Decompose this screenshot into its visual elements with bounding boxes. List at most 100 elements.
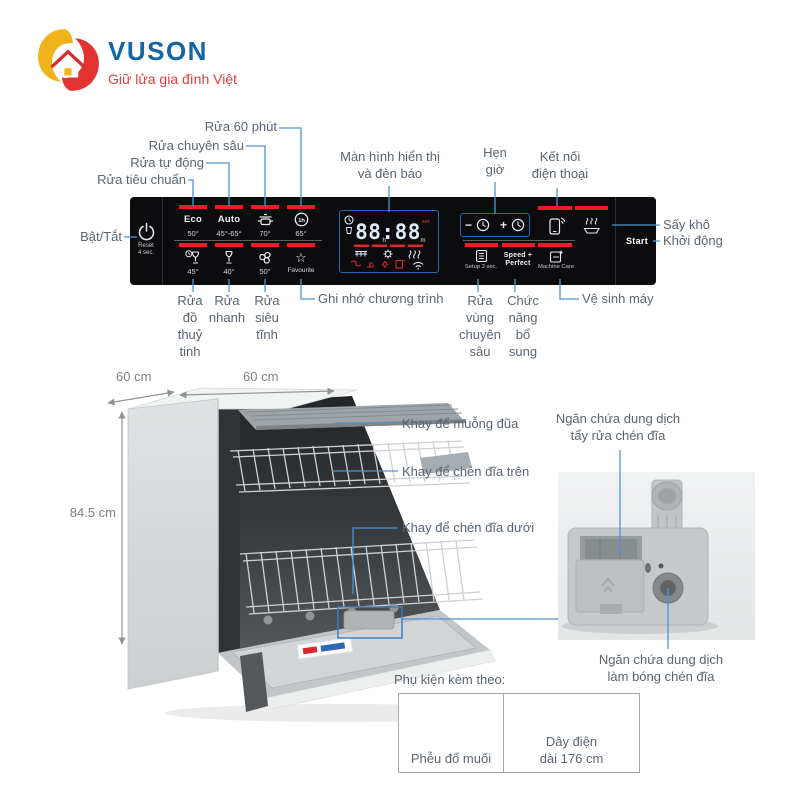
wifi-icon <box>413 261 424 270</box>
display-minutes-unit: m <box>421 238 426 244</box>
program-glass-45: 45° <box>175 243 211 276</box>
program-eco-temp: 50° <box>187 229 199 238</box>
timer-plus: + <box>500 218 508 232</box>
program-indicator <box>502 243 535 247</box>
panel-divider <box>162 197 163 285</box>
open-door <box>218 610 496 712</box>
logo: VUSON Giữ lửa gia đình Việt <box>34 26 237 94</box>
dish-steam-icon <box>583 217 600 234</box>
program-indicator <box>179 205 207 209</box>
accessory-cord-label: Dây điện dài 176 cm <box>539 734 604 766</box>
callout-ve-sinh: Vệ sinh máy <box>582 291 654 306</box>
program-row-divider <box>174 240 322 241</box>
delay-timer-buttons: − + <box>460 213 530 237</box>
star-icon: ☆ <box>295 250 307 265</box>
callout-rua-chuyen-sau: Rửa chuyên sâu <box>148 138 244 153</box>
reset-label-2: 4 sec. <box>137 250 154 256</box>
display-set-indicator: set <box>422 219 430 225</box>
callout-rua-do-thuy-tinh: Rửa đồ thuỷ tinh <box>177 293 203 359</box>
door-detergent-dispenser <box>343 610 395 630</box>
callout-rua-tu-dong: Rửa tự động <box>130 155 204 170</box>
brand-tagline: Giữ lửa gia đình Việt <box>108 71 238 87</box>
program-60min-temp: 65° <box>295 229 307 238</box>
callout-man-hinh: Màn hình hiển thị và đèn báo <box>340 149 440 181</box>
accessory-box-funnel <box>398 693 504 773</box>
setup-button: Setup 3 sec. <box>460 249 502 270</box>
list-icon <box>475 249 487 263</box>
program-indicator <box>575 206 608 210</box>
accessory-funnel-label: Phễu đổ muối <box>410 751 492 766</box>
power-button: Reset 4 sec. <box>130 222 162 257</box>
callout-ket-noi: Kết nối điện thoại <box>531 149 589 181</box>
control-panel: Reset 4 sec. Eco 50° Auto 45°-65° <box>130 197 656 285</box>
setup-label: Setup 3 sec. <box>464 264 498 270</box>
machine-care-button: Machine Care <box>534 249 578 270</box>
callout-rua-nhanh: Rửa nhanh <box>208 293 246 325</box>
speed-label-1: Speed + <box>503 252 533 259</box>
callout-rua-sieu-tinh: Rửa siêu tĩnh <box>254 293 280 342</box>
program-quick-40: 40° <box>211 243 247 276</box>
program-indicator <box>251 205 279 209</box>
program-indicator <box>179 243 207 247</box>
glass-clock-icon <box>185 250 200 264</box>
callout-khay-duoi: Khay để chén đĩa dưới <box>402 520 535 535</box>
svg-text:1h: 1h <box>298 218 305 224</box>
speed-label-2: Perfect <box>505 259 531 267</box>
program-favourite-label: Favourite <box>287 267 315 274</box>
dim-width: 60 cm <box>243 369 279 384</box>
program-indicator <box>287 243 315 247</box>
timer-clock-icon <box>511 218 525 232</box>
quiet-fan-icon <box>258 251 271 264</box>
program-silence-temp: 50° <box>259 267 271 276</box>
program-indicator <box>538 206 572 210</box>
callout-chuc-nang: Chức năng bổ sung <box>507 293 539 359</box>
machine-care-label: Machine Care <box>537 264 575 270</box>
speed-perfect-button: Speed + Perfect <box>497 252 539 267</box>
display-basket-icon <box>355 251 367 257</box>
callout-rua-60-phut: Rửa 60 phút <box>204 119 277 134</box>
program-auto: Auto 45°-65° <box>211 205 247 238</box>
dim-height: 84.5 cm <box>69 505 116 520</box>
callout-rua-vung: Rửa vùng chuyên sâu <box>459 293 501 359</box>
callout-bat-tat: Bật/Tắt <box>80 229 122 244</box>
brand-name: VUSON <box>108 36 208 66</box>
dispenser-inset-photo <box>558 472 755 640</box>
display-segment-bars <box>354 244 423 247</box>
display-time: 88:88 <box>355 220 421 244</box>
display-delay-clock-icon <box>344 215 354 225</box>
callout-khay-muong: Khay để muỗng đũa <box>402 416 519 431</box>
panel-row-divider <box>463 240 575 241</box>
accessories-title: Phụ kiện kèm theo: <box>394 672 506 687</box>
display-screen: 88:88 h m set <box>339 210 439 273</box>
upper-rack <box>229 439 472 493</box>
cutlery-tray <box>238 403 466 430</box>
callout-khay-tren: Khay để chén đĩa trên <box>402 464 530 479</box>
accessory-box-cord <box>503 693 640 773</box>
display-brilliance-sun-icon <box>383 249 393 259</box>
power-icon <box>138 222 154 241</box>
timer-clock-icon <box>476 218 490 232</box>
display-hours-unit: h <box>383 238 386 244</box>
machine-care-icon <box>549 250 563 263</box>
panel-divider <box>615 197 616 285</box>
display-steam-icon <box>408 250 421 259</box>
logo-mark <box>38 29 99 91</box>
callout-lam-bong: Ngăn chứa dung dịch làm bóng chén đĩa <box>598 652 724 684</box>
phone-signal-icon <box>549 217 565 235</box>
program-intensive: 70° <box>247 205 283 238</box>
program-indicator <box>287 205 315 209</box>
program-indicator <box>251 243 279 247</box>
callout-hen-gio: Hẹn giờ <box>483 145 507 177</box>
program-eco-label: Eco <box>183 214 203 225</box>
program-indicator <box>538 243 572 247</box>
callout-khoi-dong: Khởi động <box>663 233 723 248</box>
bosch-sticker <box>296 636 354 660</box>
program-auto-label: Auto <box>217 214 241 225</box>
callout-tay-rua: Ngăn chứa dung dịch tẩy rửa chén đĩa <box>555 411 681 443</box>
display-water-hose-icon <box>350 260 362 267</box>
1h-clock-icon: 1h <box>294 212 308 227</box>
display-salt-refill-icon <box>345 227 353 234</box>
program-glass-temp: 45° <box>187 267 199 276</box>
program-indicator <box>215 243 243 247</box>
